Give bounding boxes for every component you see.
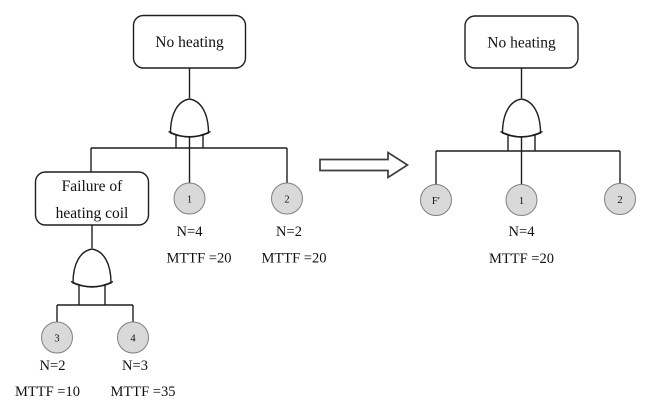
basic-event-id: F′ — [432, 196, 440, 207]
event3-mttf-label: MTTF =10 — [15, 384, 80, 400]
or-gate-bottom-arc — [70, 280, 114, 288]
or-gate-icon — [501, 98, 542, 138]
basic-event-circle-1 — [173, 182, 206, 215]
event4-n-label: N=3 — [122, 358, 148, 374]
or-gate-icon — [72, 248, 112, 288]
top-event-box — [132, 14, 247, 69]
event2-mttf-label: MTTF =20 — [262, 251, 327, 267]
event1-mttf-label: MTTF =20 — [489, 251, 554, 267]
event3-n-label: N=2 — [40, 358, 66, 374]
intermediate-event-box — [34, 171, 150, 226]
transform-arrow-icon — [319, 150, 410, 180]
or-gate-bottom-arc — [500, 130, 543, 138]
basic-event-id: 4 — [130, 334, 136, 345]
basic-event-id: 1 — [519, 196, 524, 207]
event1-n-label: N=4 — [509, 224, 536, 240]
basic-event-circle-2 — [271, 182, 303, 215]
basic-event-circle-2 — [604, 183, 636, 215]
basic-event-id: 3 — [54, 334, 59, 345]
event2-n-label: N=2 — [276, 224, 302, 240]
basic-event-circle-1 — [505, 184, 538, 216]
top-event-label: No heating — [155, 34, 224, 51]
basic-event-id: 1 — [187, 195, 192, 206]
or-gate-icon — [169, 98, 210, 138]
top-event-label: No heating — [487, 35, 556, 52]
event1-mttf-label: MTTF =20 — [167, 251, 232, 267]
top-event-box — [464, 15, 579, 69]
right-fault-tree: No heating F′ 1 2 N=4 MTTF =20 — [420, 15, 636, 267]
basic-event-id: 2 — [617, 195, 622, 206]
basic-event-circle-3 — [41, 321, 73, 354]
basic-event-id: 2 — [284, 195, 289, 206]
event1-n-label: N=4 — [177, 224, 204, 240]
left-fault-tree: No heating Failure of heating coil 1 2 3… — [15, 14, 327, 400]
event4-mttf-label: MTTF =35 — [111, 384, 176, 400]
basic-event-circle-F — [420, 184, 452, 216]
intermediate-event-label-line1: Failure of — [62, 178, 124, 195]
or-gate-bottom-arc — [168, 130, 211, 138]
basic-event-circle-4 — [117, 321, 149, 354]
intermediate-event-label-line2: heating coil — [56, 205, 129, 222]
